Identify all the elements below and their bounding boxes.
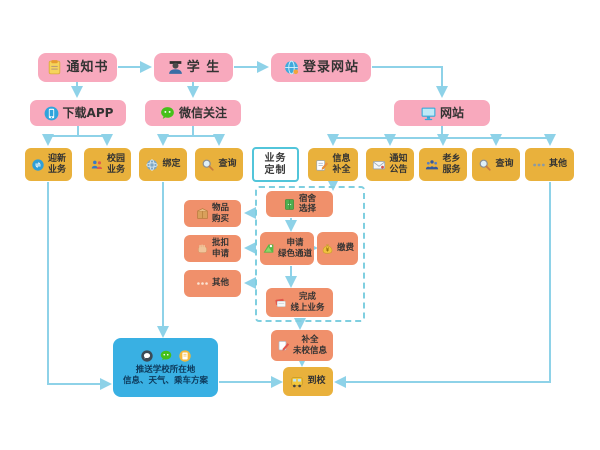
node-label: 其他 <box>548 159 567 170</box>
node-label: 推送学校所在地 信息、天气、乘车方案 <box>122 365 208 386</box>
node-label: 迎新 业务 <box>47 153 66 175</box>
search-icon <box>201 158 215 172</box>
node-label: 微信关注 <box>178 105 227 120</box>
node-label: 登录网站 <box>302 59 359 75</box>
node-info-complete: 信息 补全 <box>308 148 358 181</box>
node-wechat-follow: 微信关注 <box>145 100 241 126</box>
node-business-custom: 业务 定制 <box>252 147 299 182</box>
student-icon <box>167 59 184 76</box>
node-finish-online: 完成 线上业务 <box>266 288 333 317</box>
pen-icon <box>277 339 290 352</box>
node-label: 通知 公告 <box>389 153 408 175</box>
node-query-website: 查询 <box>472 148 520 181</box>
node-business-group <box>255 186 365 322</box>
connector-wechat-bind <box>157 126 194 146</box>
chat-dark-icon <box>140 349 154 363</box>
wechat-icon <box>159 105 176 122</box>
group-icon <box>425 158 439 172</box>
node-label: 申请 绿色通道 <box>278 238 313 259</box>
node-label: 下载APP <box>62 105 114 120</box>
node-label: 网站 <box>439 105 464 120</box>
svg-text:¥: ¥ <box>326 247 330 253</box>
cards-icon <box>274 296 287 309</box>
node-dorm-select: 宿舍 选择 <box>266 191 333 217</box>
node-label: 缴费 <box>336 243 354 254</box>
node-label: 学 生 <box>186 59 221 75</box>
node-label: 老乡 服务 <box>442 153 461 175</box>
node-label: 宿舍 选择 <box>298 193 316 214</box>
node-label: 业务 定制 <box>264 152 287 176</box>
doc-icon <box>178 349 192 363</box>
monitor-icon <box>420 105 437 122</box>
node-label: 校园 业务 <box>106 153 125 175</box>
node-label: 查询 <box>495 159 514 170</box>
dots-light-icon <box>196 277 209 290</box>
connector-app-welcome <box>42 126 79 146</box>
node-arrive-school: 到校 <box>283 367 333 396</box>
box-icon <box>196 207 209 220</box>
node-login-website: 登录网站 <box>271 53 371 82</box>
node-fill-missing: 补全 未校信息 <box>271 330 333 361</box>
node-query-wechat: 查询 <box>195 148 243 181</box>
node-welcome-service: 迎新 业务 <box>25 148 72 181</box>
node-label: 批扣 申请 <box>211 238 229 259</box>
node-label: 补全 未校信息 <box>292 335 327 356</box>
node-label: 完成 线上业务 <box>290 292 325 313</box>
node-label: 到校 <box>307 376 326 387</box>
node-download-app: 下载APP <box>30 100 126 126</box>
hand-icon <box>196 242 209 255</box>
node-other-business: 其他 <box>184 270 241 297</box>
green-channel-icon <box>262 242 275 255</box>
moneybag-icon: ¥ <box>321 242 334 255</box>
node-goods-purchase: 物品 购买 <box>184 200 241 227</box>
node-bind: 绑定 <box>139 148 187 181</box>
node-label: 绑定 <box>162 159 181 170</box>
connector-wechat-query <box>192 126 225 146</box>
node-label: 信息 补全 <box>332 153 351 175</box>
node-website: 网站 <box>394 100 490 126</box>
node-label: 其他 <box>211 278 229 289</box>
node-push-info: 推送学校所在地 信息、天气、乘车方案 <box>113 338 218 397</box>
campus-icon <box>90 158 104 172</box>
globe-gray-icon <box>145 158 159 172</box>
node-hometown-service: 老乡 服务 <box>419 148 467 181</box>
newcomer-icon <box>31 158 45 172</box>
node-label: 通知书 <box>66 59 109 75</box>
dots-icon <box>532 158 546 172</box>
node-label: 查询 <box>218 159 237 170</box>
globe-icon <box>283 59 300 76</box>
edit-icon <box>315 158 329 172</box>
node-other-website: 其他 <box>525 148 574 181</box>
app-icon <box>43 105 60 122</box>
connector-other-arrive <box>334 182 551 388</box>
mail-icon <box>372 158 386 172</box>
connector-app-campus <box>77 126 113 146</box>
connector-login-website <box>372 66 448 98</box>
node-notice-letter: 通知书 <box>38 53 117 82</box>
search-icon <box>478 158 492 172</box>
notebook-icon <box>46 59 63 76</box>
node-green-channel: 申请 绿色通道 <box>260 232 314 265</box>
bus-icon <box>290 375 304 389</box>
connector-welcome-push <box>47 182 112 390</box>
wardrobe-icon <box>283 198 296 211</box>
node-batch-deduct: 批扣 申请 <box>184 235 241 262</box>
node-notice-announce: 通知 公告 <box>366 148 414 181</box>
wechat-icon <box>159 349 173 363</box>
node-label: 物品 购买 <box>211 203 229 224</box>
icon-row <box>140 349 192 363</box>
node-pay-fee: ¥ 缴费 <box>317 232 358 265</box>
node-campus-service: 校园 业务 <box>84 148 131 181</box>
node-student: 学 生 <box>154 53 233 82</box>
